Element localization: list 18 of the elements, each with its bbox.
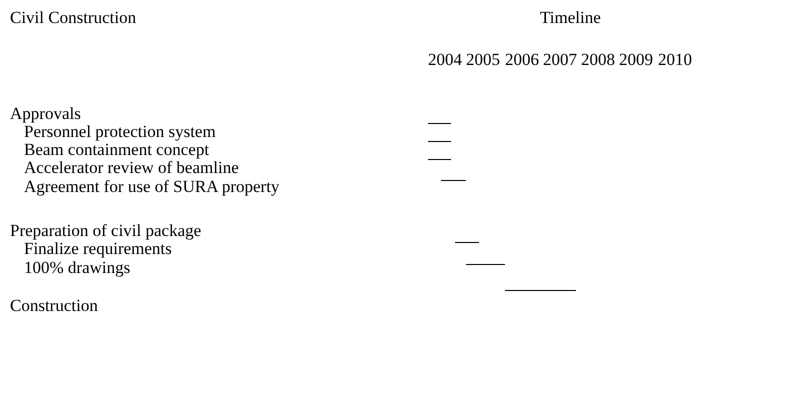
section-label: Preparation of civil package: [10, 221, 202, 241]
year-label: 2008: [581, 50, 615, 70]
year-label: 2007: [543, 50, 577, 70]
task-label: Personnel protection system: [24, 122, 216, 142]
year-label: 2010: [658, 50, 692, 70]
heading: Civil Construction: [10, 8, 136, 28]
task-label: 100% drawings: [24, 258, 130, 278]
task-label: Agreement for use of SURA property: [24, 177, 280, 197]
year-label: 2009: [619, 50, 653, 70]
task-label: Finalize requirements: [24, 239, 172, 259]
task-label: Beam containment concept: [24, 140, 210, 160]
section-label: Construction: [10, 296, 98, 316]
year-label: 2006: [505, 50, 539, 70]
section-label: Approvals: [10, 104, 81, 124]
year-label: 2005: [466, 50, 500, 70]
heading: Timeline: [540, 8, 601, 28]
task-label: Accelerator review of beamline: [24, 158, 239, 178]
year-label: 2004: [428, 50, 462, 70]
